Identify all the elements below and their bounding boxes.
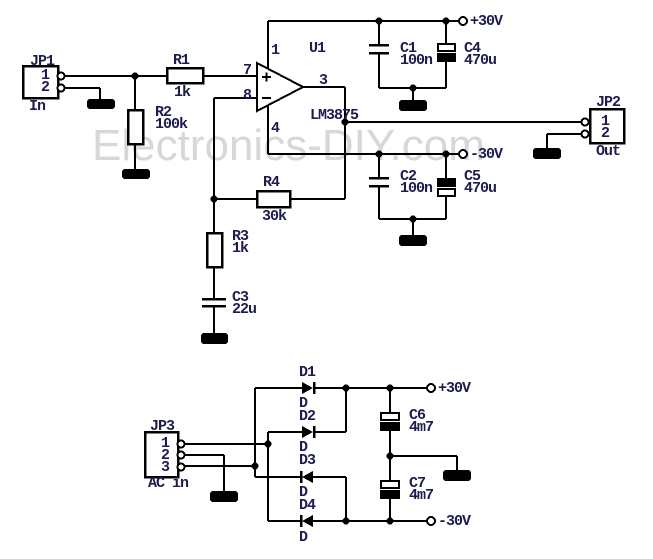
capacitor-c5 [437,154,456,219]
terminal-circle [426,383,436,393]
c1-value: 100n [400,52,433,69]
u1-pin7: 7 [243,62,252,79]
d2-value: D [299,439,308,456]
c3-ref: C3 [232,289,249,306]
jp3-label: AC in [148,475,189,492]
terminal-circle [426,516,436,526]
watermark-text: Electronics-DIY.com [92,121,485,170]
u1-pin8: 8 [243,87,252,104]
c7-value: 4m7 [409,487,434,504]
u1-ref: U1 [309,40,326,57]
r4-ref: R4 [263,174,280,191]
r1-value: 1k [174,84,191,101]
capacitor-c7 [380,456,400,521]
connector-jp3 [143,430,272,502]
ground-symbol [210,491,238,502]
d1-ref: D1 [299,364,316,381]
feedback-wires [210,97,258,233]
capacitor-c2 [369,154,389,219]
capacitor-c1 [369,21,389,88]
c6-ref: C6 [409,407,426,424]
u1-part: LM3875 [310,107,359,124]
rail-neg-label: -30V [470,146,503,163]
resistor-r1 [165,66,258,85]
u1-pin1: 1 [271,42,280,59]
c5-ref: C5 [464,168,481,185]
ground-symbol [443,470,471,481]
connector-jp2 [533,107,626,159]
c1-ref: C1 [400,40,417,57]
diode-d1 [255,382,427,394]
c5-value: 470u [464,180,497,197]
jp1-pin2: 2 [41,79,50,96]
r4-value: 30k [262,208,287,225]
diode-d3 [255,471,346,483]
c4-value: 470u [464,52,497,69]
rail-pos-label: +30V [470,13,503,30]
resistor-r4 [214,189,345,209]
negative-rail-top [268,149,468,159]
ground-symbol [399,100,427,111]
resistor-r3 [205,231,224,298]
decoupling-ground-top [379,84,446,111]
capacitor-c6 [380,388,400,456]
input-wires [64,72,167,109]
jp3-pin2: 2 [161,447,170,464]
c2-ref: C2 [400,168,417,185]
jp1-pin1: 1 [41,67,50,84]
d2-ref: D2 [299,408,316,425]
opamp-u1 [256,21,306,154]
psu-rail-pos-label: +30V [438,380,471,397]
ground-symbol [201,333,228,344]
r2-ref: R2 [155,104,172,121]
resistor-r2 [122,76,150,179]
d3-ref: D3 [299,452,316,469]
jp3-pin1: 1 [161,435,170,452]
diode-d4 [268,515,427,527]
positive-rail-top [268,16,468,26]
jp2-label: Out [596,143,621,160]
c2-value: 100n [400,180,433,197]
jp1-label: In [29,98,46,115]
ground-symbol [122,169,150,179]
d1-value: D [299,395,308,412]
jp2-ref: JP2 [596,94,621,111]
d4-value: D [299,529,308,546]
psu-rail-neg-label: -30V [438,513,471,530]
connector-jp1 [21,64,66,100]
capacitor-c3 [201,297,228,344]
diode-d2 [268,426,346,438]
ground-symbol [399,235,427,246]
capacitor-c4 [437,21,456,88]
c6-value: 4m7 [409,419,434,436]
output-wires [303,86,582,199]
jp3-pin3: 3 [161,459,170,476]
u1-pin4: 4 [271,120,280,137]
bridge-wires [254,384,350,525]
r1-ref: R1 [173,52,190,69]
u1-pin3: 3 [319,72,328,89]
c4-ref: C4 [464,40,481,57]
d4-ref: D4 [299,497,316,514]
terminal-circle [458,149,468,159]
terminal-circle [458,16,468,26]
ground-symbol [533,148,561,159]
decoupling-ground-bottom [379,215,446,246]
psu-center-ground [386,452,471,481]
jp2-pin2: 2 [601,125,610,142]
c7-ref: C7 [409,475,426,492]
c3-value: 22u [232,301,257,318]
r3-ref: R3 [232,228,249,245]
d3-value: D [299,484,308,501]
jp3-ref: JP3 [150,418,175,435]
r2-value: 100k [155,116,188,133]
r3-value: 1k [232,240,249,257]
jp1-ref: JP1 [30,53,55,70]
jp2-pin1: 1 [601,113,610,130]
ground-symbol [87,99,115,109]
